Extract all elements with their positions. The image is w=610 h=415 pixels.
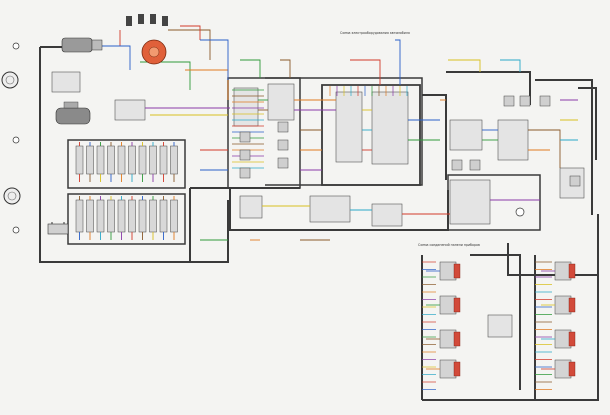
gauge-block [554,261,572,281]
fuse-icon [149,199,157,233]
relay-icon [503,95,515,107]
fuse-block-group [75,142,178,240]
connector [568,263,576,279]
headlamp-icon [3,187,21,205]
connector [453,361,461,377]
relay-icon [239,131,251,143]
relay-icon [239,167,251,179]
relay-icon [277,157,289,169]
ignition-distributor-icon [126,14,168,65]
lamp-icon [12,42,525,234]
wire [280,59,291,78]
fuse-icon [128,199,136,233]
fuse-icon [159,199,168,233]
gauge-block [439,295,457,315]
connector [568,361,576,377]
gauge-block [554,359,572,379]
wire [200,39,229,80]
connector [453,263,461,279]
fuse-icon [149,145,157,175]
gauge-block [554,295,572,315]
fuse-icon [159,145,168,175]
fuse-icon [96,145,105,175]
wire [448,59,481,72]
gauge-block [554,329,572,349]
wire [168,29,211,60]
fuse-icon [107,145,115,175]
fuse-icon [107,199,115,233]
relay-icon [277,139,289,151]
fuse-icon [86,145,94,175]
relay-icon [451,159,463,171]
wire [528,129,561,168]
wire [102,45,131,70]
fuse-icon [138,145,147,175]
gauge-block [439,359,457,379]
wire [395,39,401,85]
wire [500,59,521,72]
wire [350,59,381,85]
headlamp-icon [1,71,19,89]
wire [240,59,261,78]
instrument-panel-group [422,261,576,390]
fuse-icon [86,199,94,233]
generator-icon [55,101,91,125]
relay-icon [539,95,551,107]
fuse-icon [96,199,105,233]
relay-icon [519,95,531,107]
fuse-icon [170,145,178,175]
starter-icon [61,37,103,53]
relay-icon [239,149,251,161]
connector [568,297,576,313]
component-blocks [51,71,585,338]
fuse-icon [117,199,126,233]
gauge-block [439,261,457,281]
battery-icon [47,222,69,235]
diagram-caption-top: Схема электрооборудования автомобиля [340,31,410,35]
fuse-icon [75,145,84,175]
fuse-icon [128,145,136,175]
relay-icon [277,121,289,133]
fuse-icon [75,199,84,233]
gauge-block [439,329,457,349]
relay-icon [569,175,581,187]
connector [453,331,461,347]
connector [453,297,461,313]
main-harness [39,46,599,401]
diagram-caption-bottom: Схема соединений панели приборов [418,243,480,247]
connector [568,331,576,347]
fuse-icon [170,199,178,233]
relay-icon [469,159,481,171]
fuse-icon [117,145,126,175]
fuse-icon [138,199,147,233]
wire [180,25,201,40]
relay-group [239,95,581,187]
